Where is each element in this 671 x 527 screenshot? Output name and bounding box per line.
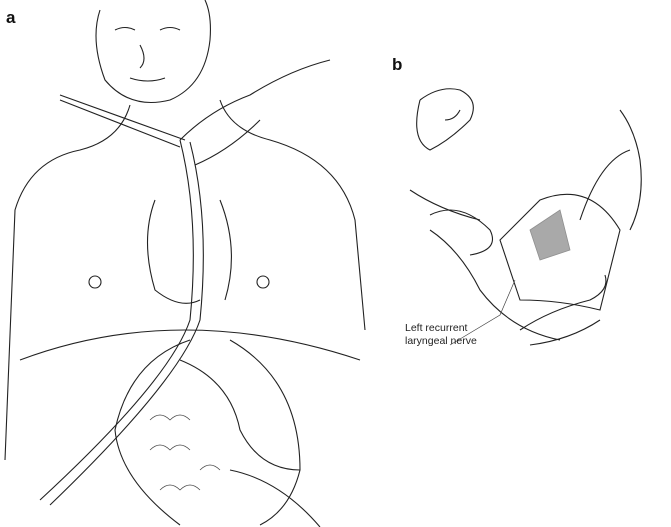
exposed-muscle xyxy=(529,209,571,261)
exteriorized-esophagus xyxy=(519,274,607,346)
annotation-left-recurrent-laryngeal-nerve: Left recurrent laryngeal nerve xyxy=(405,322,477,348)
panel-label-a: a xyxy=(6,8,16,27)
right-shoulder-outline xyxy=(219,99,366,331)
annotation-line-2: laryngeal nerve xyxy=(405,335,477,347)
face-outline xyxy=(416,88,474,151)
mediastinal-organs xyxy=(146,199,232,304)
neck-incision xyxy=(499,193,621,311)
finger-outline xyxy=(429,209,494,256)
retractor xyxy=(579,109,642,231)
left-nipple xyxy=(88,275,102,289)
annotation-line-1: Left recurrent xyxy=(405,322,468,334)
left-shoulder-outline xyxy=(4,104,131,461)
annotation-leader-line xyxy=(449,279,516,346)
abdominal-incision xyxy=(114,339,301,526)
illustration-a-child-thoracoabdominal xyxy=(4,0,366,527)
illustration-b-neck-exposure xyxy=(409,88,642,346)
bowel-loops xyxy=(149,414,221,491)
lower-hand-outline xyxy=(179,359,321,527)
face-features xyxy=(114,26,181,82)
panel-label-b: b xyxy=(392,55,403,74)
diaphragm-line xyxy=(19,329,361,361)
hand-outline xyxy=(179,59,331,166)
esophageal-tube xyxy=(39,139,204,506)
head-outline xyxy=(95,0,211,104)
right-nipple xyxy=(256,275,270,289)
neck-contours xyxy=(409,109,561,341)
neck-tube xyxy=(59,94,186,148)
